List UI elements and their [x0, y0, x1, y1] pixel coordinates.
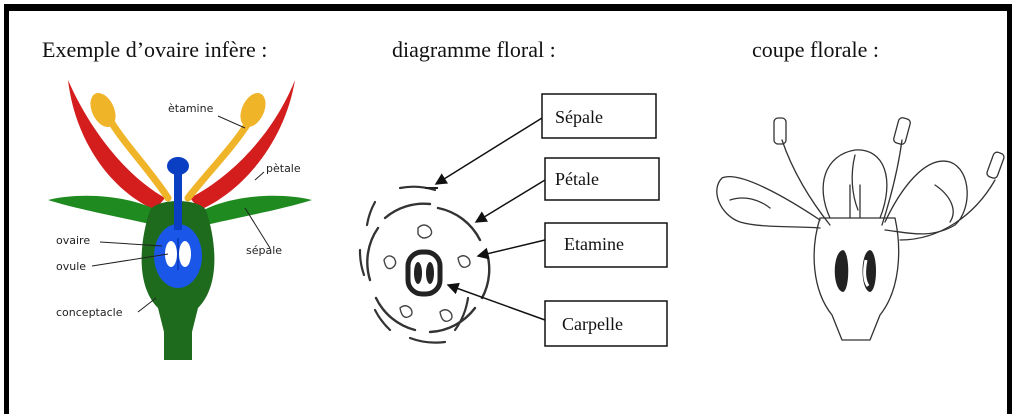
floral-diagram: Sépale Pétale Etamine Carpelle — [358, 93, 668, 347]
label-sepale: sépale — [246, 244, 282, 257]
style-line — [849, 184, 861, 219]
left-sepal — [48, 195, 160, 226]
stamens — [383, 224, 471, 322]
petale-label: Pétale — [555, 169, 599, 189]
petal-center — [822, 149, 888, 219]
floral-section-heading: coupe florale : — [752, 37, 880, 62]
ovary-body — [813, 217, 900, 341]
left-stamen — [106, 116, 172, 202]
carpelle-label: Carpelle — [562, 314, 623, 334]
right-anther — [240, 93, 266, 127]
sepale-box: Sépale — [541, 93, 657, 139]
label-ovaire: ovaire — [56, 234, 90, 247]
right-sepal — [200, 195, 312, 226]
sepal-whorl — [358, 185, 470, 344]
stamen-3 — [899, 179, 996, 241]
petal-right — [884, 160, 968, 235]
carpel — [405, 249, 443, 297]
left-petal — [68, 80, 165, 210]
label-conceptacle: conceptacle — [56, 306, 123, 319]
sepale-label: Sépale — [555, 107, 603, 127]
locule-left — [834, 250, 849, 292]
label-ovule: ovule — [56, 260, 86, 273]
floral-diagram-heading: diagramme floral : — [392, 37, 556, 62]
label-petale: pètale — [266, 162, 301, 175]
ovule-right — [179, 241, 191, 267]
petal-whorl — [366, 202, 491, 334]
label-etamine: ètamine — [168, 102, 214, 115]
stigma — [167, 157, 189, 175]
stamen-2 — [881, 139, 903, 226]
petale-box: Pétale — [544, 157, 660, 201]
etamine-box: Etamine — [544, 222, 668, 268]
floral-section-drawing — [716, 117, 1005, 341]
carpelle-box: Carpelle — [544, 300, 668, 347]
right-petal — [190, 80, 295, 210]
left-anther — [90, 93, 116, 127]
petal-left — [716, 176, 821, 229]
style — [174, 170, 182, 230]
etamine-label: Etamine — [564, 234, 624, 254]
ovary-heading: Exemple d’ovaire infère : — [42, 37, 268, 62]
ovule-left — [165, 241, 177, 267]
inferior-ovary-illustration: ètamine pètale ovaire ovule sépale conce… — [48, 80, 312, 360]
